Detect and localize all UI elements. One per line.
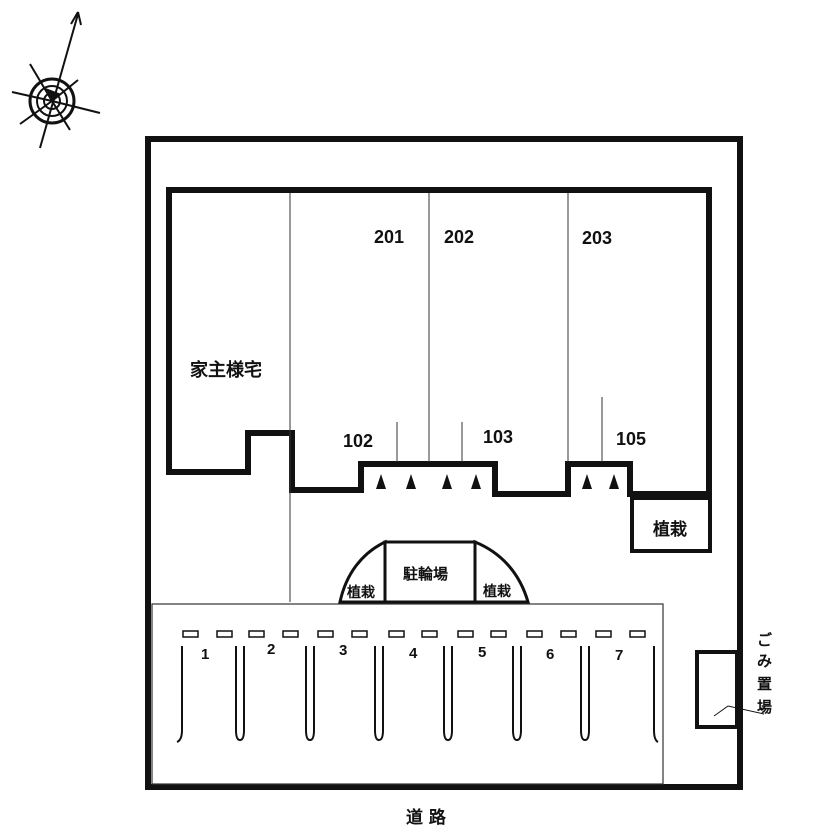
garbage-area-box	[695, 650, 739, 729]
building-outline	[166, 187, 712, 497]
unit-103-label: 103	[483, 427, 513, 447]
parking-number-5: 5	[478, 644, 486, 661]
bike-parking-label: 駐輪場	[403, 565, 448, 583]
wheel-stops	[182, 630, 646, 638]
planting-right-label: 植栽	[482, 583, 511, 600]
parking-number-1: 1	[201, 646, 209, 663]
unit-201-label: 201	[374, 227, 404, 247]
garbage-area-char-3: 置	[757, 675, 772, 693]
parking-number-3: 3	[339, 642, 347, 659]
planting-corner-box	[630, 496, 712, 553]
unit-partitions	[289, 193, 603, 602]
garbage-area-char-1: ご	[757, 631, 773, 649]
unit-202-label: 202	[444, 227, 474, 247]
parking-number-6: 6	[546, 646, 554, 663]
site-boundary	[145, 136, 743, 790]
parking-number-7: 7	[615, 647, 623, 664]
parking-number-4: 4	[409, 645, 418, 662]
unit-203-label: 203	[582, 228, 612, 248]
landlord-house-label: 家主様宅	[190, 359, 262, 381]
planting-corner-label: 植栽	[653, 519, 687, 540]
bike-parking-area	[338, 539, 530, 604]
road-label: 道 路	[406, 807, 447, 828]
garbage-area-char-4: 場	[757, 698, 772, 716]
north-arrow-compass-icon	[11, 11, 101, 149]
parking-number-2: 2	[267, 641, 275, 658]
parking-stall-lines	[176, 646, 659, 743]
parking-lot	[151, 603, 664, 785]
unit-105-label: 105	[616, 429, 646, 449]
unit-102-label: 102	[343, 431, 373, 451]
entrance-arrows	[376, 474, 619, 489]
garbage-area-char-2: み	[757, 652, 772, 670]
garbage-area-leader	[713, 705, 765, 717]
planting-left-label: 植栽	[346, 584, 375, 601]
